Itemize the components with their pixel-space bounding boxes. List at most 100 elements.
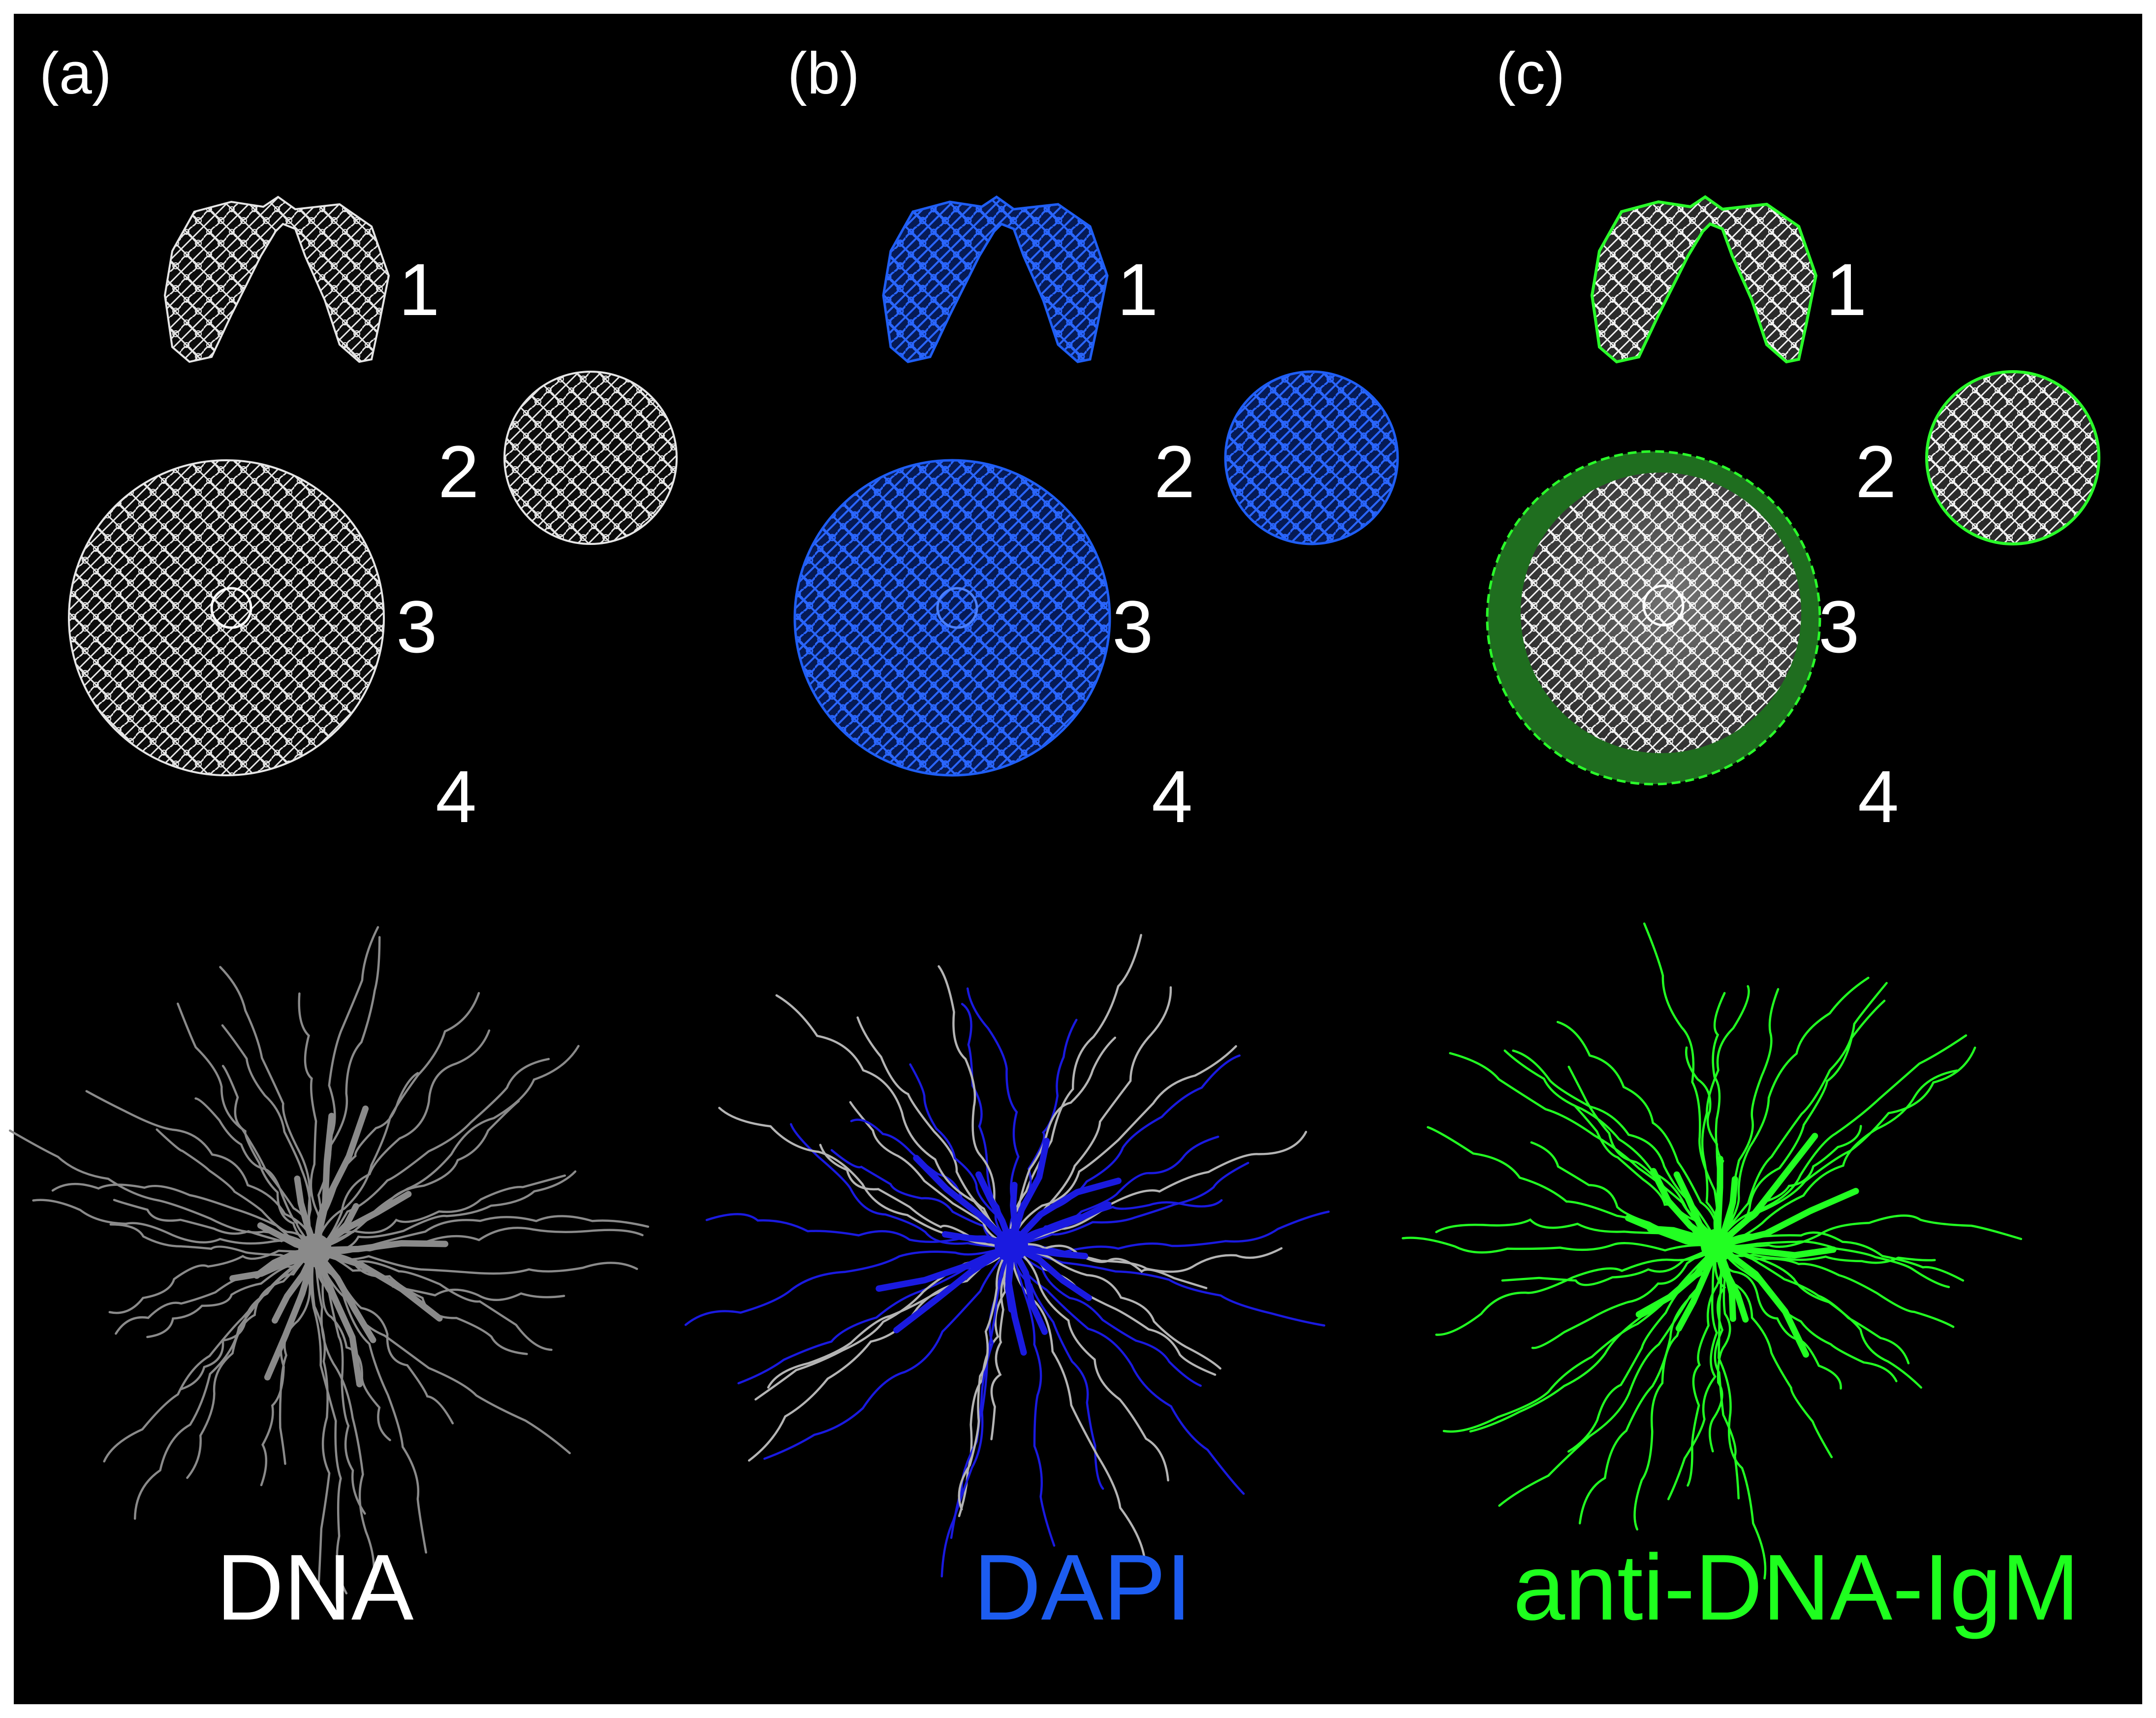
trap-strand (1716, 1244, 1842, 1390)
trap-strand (1498, 1244, 1719, 1507)
trap-thick-fiber (1714, 1188, 1859, 1249)
trap-strand (1716, 1244, 1910, 1365)
trap-strand (763, 1244, 1013, 1460)
trap-strand (186, 1249, 316, 1479)
trap-strand (1716, 1244, 1898, 1382)
trap-strand (1501, 1244, 1719, 1286)
trap-strand (1449, 1052, 1719, 1247)
trap-strand (313, 1249, 375, 1591)
trap-strand (1643, 922, 1720, 1247)
trap-strand (1010, 1244, 1221, 1370)
trap-thick-fiber (312, 1247, 376, 1343)
trap-thick-fiber (312, 1240, 449, 1254)
trap-strand (109, 1223, 316, 1260)
trap-strand (1716, 1244, 1767, 1580)
net-trap-strands-c (1402, 922, 2023, 1580)
trap-strand (1716, 1069, 1958, 1247)
stage-number-2-b: 2 (1154, 430, 1195, 513)
trap-thick-fiber (913, 1155, 1015, 1249)
trap-strand (961, 1003, 1013, 1247)
trap-strand (313, 1058, 550, 1252)
trap-strand (1402, 1237, 1719, 1254)
trap-thick-fiber (1008, 1177, 1122, 1249)
trap-strand (1701, 985, 1750, 1247)
stage-number-2-c: 2 (1855, 430, 1896, 513)
nuclei-group-c (1486, 195, 2100, 786)
trap-strand (298, 992, 322, 1252)
panel-label-a: (a) (39, 40, 112, 106)
nucleus-3-swirl-c (1642, 584, 1685, 627)
trap-strand (32, 1199, 316, 1252)
trap-strand (1716, 982, 1888, 1247)
nucleus-1-bilobed-a (163, 195, 390, 363)
trap-thick-fiber (1714, 1242, 1810, 1358)
trap-strand (1010, 1244, 1202, 1387)
stage-number-1-a: 1 (399, 248, 439, 331)
stage-number-3-a: 3 (396, 585, 437, 668)
trap-strand (1010, 1244, 1217, 1376)
trap-strand (958, 1244, 1013, 1511)
trap-core (1701, 1229, 1734, 1262)
trap-thick-fiber (312, 1247, 443, 1322)
trap-strand (856, 1016, 1013, 1247)
panel-label-c: (c) (1496, 40, 1565, 106)
trap-strand (313, 1249, 565, 1301)
trap-strand (940, 1244, 1013, 1578)
trap-strand (1010, 1244, 1326, 1327)
trap-strand (85, 1090, 316, 1252)
trap-strand (1567, 1065, 1719, 1247)
trap-strand (790, 1123, 1013, 1247)
stage-number-3-c: 3 (1818, 585, 1859, 668)
trap-strand (1010, 1244, 1245, 1495)
trap-strand (313, 926, 379, 1252)
trap-strand (221, 1065, 316, 1252)
trap-strand (113, 1199, 316, 1252)
trap-strand (1531, 1244, 1719, 1349)
trap-strand (221, 1024, 316, 1252)
stage-number-4-a: 4 (436, 755, 476, 838)
trap-strand (313, 1029, 491, 1252)
trap-strand (1009, 934, 1142, 1247)
trap-strand (146, 1249, 316, 1338)
trap-strand (748, 1244, 1013, 1462)
trap-strand (156, 1128, 316, 1252)
nucleus-1-bilobed-b (882, 195, 1109, 363)
trap-strand (311, 1249, 331, 1586)
trap-strand (684, 1244, 1013, 1326)
nucleus-3-swirl-a (210, 587, 252, 629)
trap-strand (310, 1249, 348, 1594)
trap-strand (279, 1249, 316, 1465)
trap-strand (313, 1249, 638, 1275)
trap-strand (1716, 977, 1870, 1247)
trap-strand (103, 1249, 316, 1463)
panel-b: (b) 1 2 3 4 DAPI (684, 40, 1399, 1640)
panel-label-b: (b) (787, 40, 860, 106)
panel-c: (c) 1 2 3 4 anti-DNA-IgM (1402, 40, 2100, 1640)
nucleus-2-round-c (1925, 370, 2100, 545)
trap-thick-fiber (1714, 1133, 1818, 1249)
nucleus-3-sheen-c (1521, 473, 1801, 753)
trap-strand (177, 1002, 316, 1252)
stage-number-2-a: 2 (438, 430, 479, 513)
trap-strand (990, 1244, 1013, 1440)
stage-number-3-b: 3 (1112, 585, 1153, 668)
trap-strand (313, 992, 480, 1252)
trap-core (995, 1229, 1028, 1262)
trap-strand (1010, 1244, 1056, 1547)
trap-strand (1010, 1244, 1169, 1482)
trap-core (298, 1234, 332, 1267)
nucleus-2-round-a (503, 371, 678, 545)
nucleus-1-bilobed-c (1590, 195, 1818, 364)
trap-thick-fiber (1008, 1201, 1112, 1249)
stain-caption-a: DNA (216, 1535, 413, 1640)
net-trap-strands-a (8, 926, 650, 1594)
trap-strand (313, 1249, 427, 1554)
trap-strand (1010, 1131, 1308, 1247)
trap-thick-fiber (893, 1242, 1015, 1334)
trap-strand (313, 1249, 391, 1441)
trap-thick-fiber (1714, 1242, 1837, 1259)
nucleus-2-round-b (1224, 370, 1399, 545)
trap-strand (108, 1249, 316, 1314)
trap-strand (1716, 999, 1886, 1247)
